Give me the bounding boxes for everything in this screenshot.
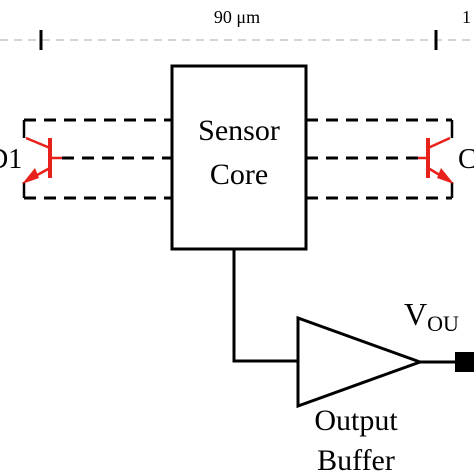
sensor-core-label-line1: Sensor	[198, 114, 280, 147]
dimension-indicator: 90 μm 1	[0, 7, 474, 50]
right-transistor-arrow	[437, 168, 454, 184]
sensor-core-block: Sensor Core	[170, 64, 308, 251]
left-transistor: D1	[0, 120, 62, 198]
output-terminal-label-main: V	[404, 296, 427, 332]
output-terminal-label: VOU	[404, 296, 459, 336]
output-buffer: Output Buffer	[296, 315, 425, 474]
left-transistor-label: D1	[0, 144, 22, 175]
right-transistor-label: C	[458, 144, 474, 175]
sensor-core-label-line2: Core	[210, 158, 268, 191]
right-transistor-collector	[427, 136, 451, 150]
output-terminal: VOU	[404, 296, 474, 372]
output-buffer-label-line1: Output	[314, 404, 398, 437]
right-connections	[306, 118, 452, 200]
dimension-right-label: 1	[462, 7, 471, 27]
dimension-label: 90 μm	[214, 7, 260, 27]
output-buffer-label-line2: Buffer	[317, 444, 395, 474]
right-transistor: C	[418, 120, 474, 198]
output-terminal-arrow	[455, 352, 474, 372]
left-transistor-arrow	[22, 168, 39, 184]
left-connections	[24, 118, 172, 200]
core-to-buffer-wire	[232, 249, 298, 363]
output-terminal-label-sub: OU	[427, 311, 459, 336]
left-transistor-collector	[25, 136, 51, 150]
output-buffer-triangle	[296, 315, 425, 409]
